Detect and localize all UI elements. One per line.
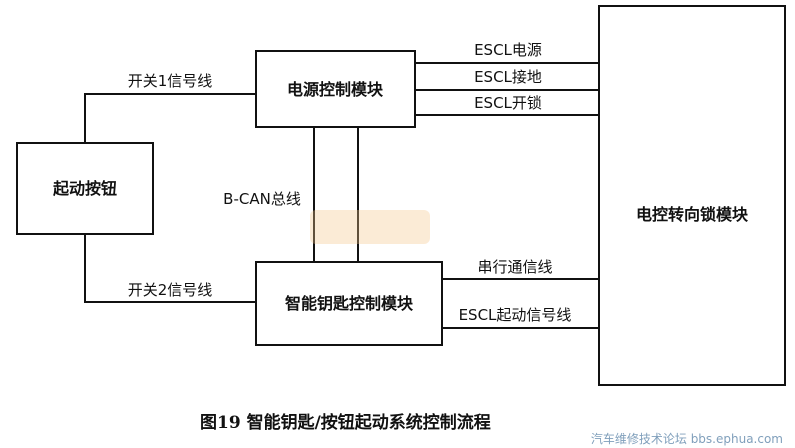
scan-artifact xyxy=(310,210,430,244)
steering-lock-box xyxy=(598,5,786,386)
power-control-label: 电源控制模块 xyxy=(287,80,384,99)
start-button-label: 起动按钮 xyxy=(52,179,117,198)
escl-unlock-label: ESCL开锁 xyxy=(474,94,542,112)
forum-watermark: 汽车维修技术论坛 bbs.ephua.com xyxy=(591,431,783,446)
smart-key-control-label: 智能钥匙控制模块 xyxy=(285,294,414,313)
switch2-wire xyxy=(84,234,256,303)
power-control-box xyxy=(255,50,416,128)
bcan-label: B-CAN总线 xyxy=(223,190,301,208)
start-button-box xyxy=(16,142,154,235)
switch1-label: 开关1信号线 xyxy=(128,72,213,90)
switch1-wire xyxy=(84,93,256,143)
steering-lock-label: 电控转向锁模块 xyxy=(636,205,749,224)
switch2-label: 开关2信号线 xyxy=(128,281,213,299)
escl-start-label: ESCL起动信号线 xyxy=(459,306,572,324)
escl-ground-label: ESCL接地 xyxy=(474,68,542,86)
smart-key-control-box xyxy=(255,261,443,346)
figure-caption: 图19 智能钥匙/按钮起动系统控制流程 xyxy=(200,412,491,433)
serial-label: 串行通信线 xyxy=(477,258,552,276)
escl-power-label: ESCL电源 xyxy=(474,41,542,59)
